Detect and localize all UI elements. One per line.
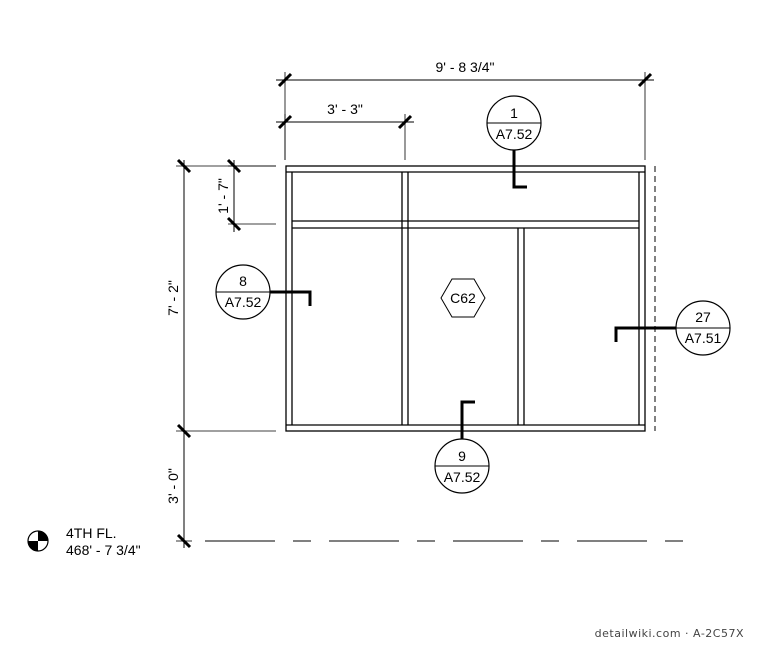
- storefront-frame: [285, 165, 646, 432]
- frame-height-dimension: [176, 158, 276, 549]
- section-marker-27-number: 27: [695, 309, 711, 325]
- sill-height-label: 3' - 0": [165, 468, 181, 504]
- frame-type-tag-label: C62: [450, 290, 476, 306]
- section-marker-8[interactable]: 8 A7.52: [215, 264, 312, 320]
- transom-height-label: 1' - 7": [215, 178, 231, 214]
- section-marker-1-sheet: A7.52: [496, 126, 533, 142]
- section-marker-9[interactable]: 9 A7.52: [434, 400, 490, 494]
- section-marker-9-sheet: A7.52: [444, 469, 481, 485]
- watermark-text: detailwiki.com · A-2C57X: [595, 627, 744, 640]
- frame-type-tag-hexagon: [440, 278, 486, 318]
- section-marker-27-sheet: A7.51: [685, 330, 722, 346]
- frame-height-label: 7' - 2": [165, 280, 181, 316]
- bay-width-dimension: [276, 114, 414, 160]
- bay-width-label: 3' - 3": [327, 101, 363, 117]
- section-marker-8-sheet: A7.52: [225, 294, 262, 310]
- section-marker-8-number: 8: [239, 273, 247, 289]
- section-marker-1[interactable]: 1 A7.52: [486, 95, 542, 189]
- section-marker-27[interactable]: 27 A7.51: [614, 300, 731, 356]
- section-marker-9-number: 9: [458, 448, 466, 464]
- section-marker-1-number: 1: [510, 105, 518, 121]
- level-datum-icon: [27, 530, 49, 552]
- level-elevation: 468' - 7 3/4": [66, 542, 141, 558]
- overall-width-label: 9' - 8 3/4": [435, 59, 494, 75]
- transom-height-dimension: [226, 158, 276, 232]
- level-name: 4TH FL.: [66, 525, 117, 541]
